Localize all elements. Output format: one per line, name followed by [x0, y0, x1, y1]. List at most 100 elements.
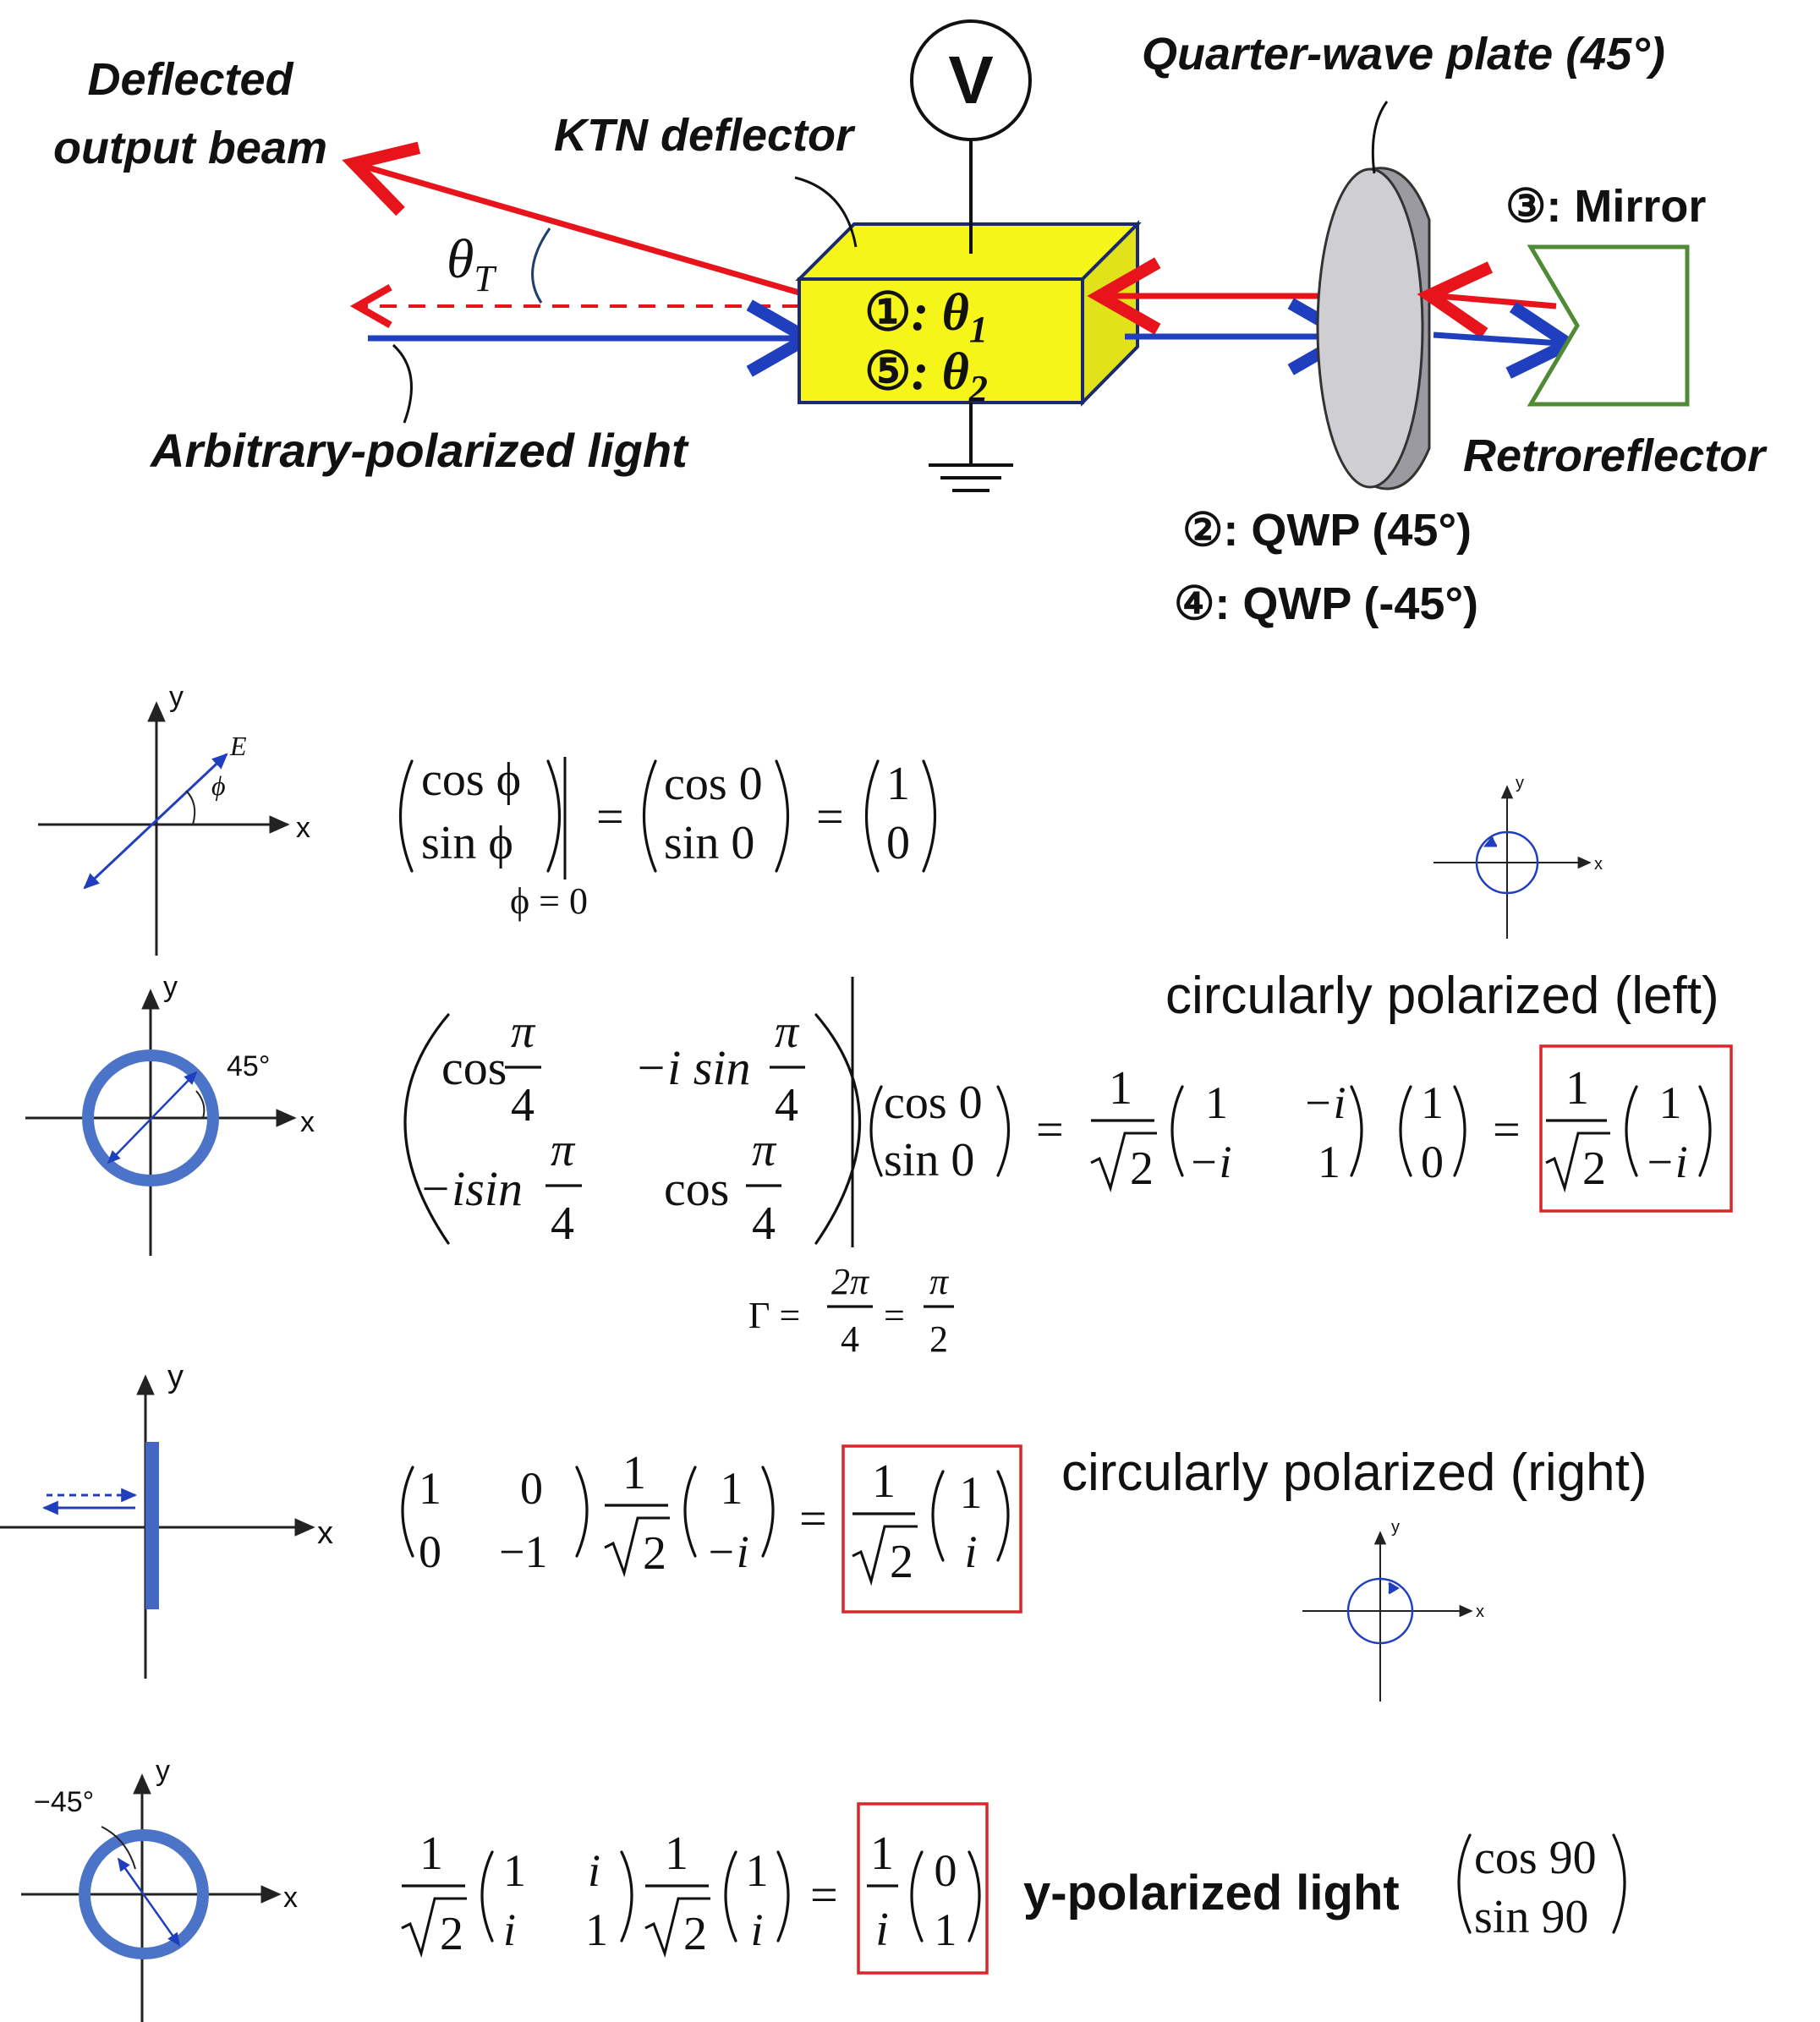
- mirror-label: ③: Mirror: [1505, 181, 1706, 232]
- row2-gamma-den2: 2: [929, 1318, 948, 1360]
- row2-y-label: y: [163, 971, 178, 1003]
- row4-v-bot: i: [750, 1904, 763, 1955]
- qwp-step4: ④: QWP (-45°): [1174, 578, 1478, 629]
- row1-paren2-r: [775, 759, 790, 873]
- row3-res-paren-r: [996, 1470, 1010, 1562]
- small-axes-right: x y: [1302, 1518, 1484, 1701]
- mirror-return-arrow: [1417, 261, 1557, 339]
- row2-m21: −isin: [419, 1161, 523, 1216]
- row2-m22-num: π: [752, 1124, 777, 1176]
- row2-m11-den: 4: [511, 1079, 534, 1132]
- row2-n12: −i: [1302, 1077, 1346, 1128]
- row1-paren-l: [398, 759, 414, 873]
- row2-res-bot: −i: [1644, 1137, 1687, 1187]
- row2-frac-num: 1: [1109, 1062, 1132, 1115]
- row2-gamma-den: 4: [841, 1318, 859, 1360]
- right-circle: [1346, 1577, 1414, 1645]
- row4-v-top: 1: [746, 1845, 769, 1896]
- row1-equals: =: [596, 789, 624, 844]
- qwp-step2: ②: QWP (45°): [1182, 505, 1472, 556]
- small-axes-left: x y: [1434, 774, 1603, 939]
- mirror-forward-arrow: [1433, 301, 1582, 379]
- row1-vec2-top: cos 0: [664, 758, 763, 810]
- row2-res-frac-num: 1: [1565, 1062, 1589, 1115]
- row1-phi-arc: [185, 790, 196, 825]
- row2-m12: −i sin: [634, 1040, 750, 1095]
- deflected-label-line1: Deflected: [87, 54, 293, 105]
- row2-sqrt-2: 2: [1130, 1143, 1154, 1195]
- row2-v-top: 1: [1421, 1077, 1444, 1128]
- row2: circularly polarized (left) x y 45° cos …: [25, 967, 1733, 1360]
- row3-v-paren-l: [683, 1466, 697, 1558]
- row3-m21: 0: [419, 1526, 441, 1577]
- row4-equals: =: [810, 1867, 838, 1922]
- quarter-wave-plate: [1316, 167, 1431, 490]
- row2-equals: =: [1036, 1102, 1064, 1157]
- theta-arc: [531, 227, 551, 304]
- row2-vec-paren-l: [869, 1085, 883, 1177]
- row1-res-top: 1: [886, 758, 910, 810]
- row2-m11: cos: [441, 1040, 507, 1095]
- row4-m11: 1: [503, 1845, 526, 1896]
- row2-m11-num: π: [511, 1006, 536, 1058]
- row3-label: circularly polarized (right): [1061, 1444, 1647, 1502]
- row1: x y E ϕ cos ϕ sin ϕ ϕ = 0 = cos 0 sin 0 …: [38, 681, 937, 956]
- retroreflector: [1527, 244, 1690, 407]
- ground-symbol: [929, 463, 1013, 492]
- row4-axis-arrow: [117, 1857, 181, 1947]
- row3-res-sqrt: [852, 1525, 918, 1586]
- row4-m22: 1: [585, 1904, 608, 1955]
- row3-v-paren-r: [761, 1466, 775, 1558]
- row4-cos-bot: sin 90: [1474, 1891, 1588, 1943]
- small-right-x: x: [1476, 1603, 1484, 1621]
- row1-res-bot: 0: [886, 817, 910, 869]
- row3-mat-paren-r: [575, 1466, 589, 1558]
- ktn-label: KTN deflector: [554, 110, 856, 161]
- row2-gamma-lhs: Γ =: [748, 1295, 800, 1336]
- row2-v-bot: 0: [1421, 1137, 1444, 1187]
- row4-frac1-num: 1: [419, 1827, 443, 1880]
- row3-mirror: [145, 1442, 159, 1609]
- row2-angle-arc: [195, 1090, 206, 1119]
- row2-mat-paren-l: [403, 1013, 450, 1245]
- row4-qwp-ring: [79, 1829, 209, 1959]
- row4-m-paren-r: [620, 1850, 633, 1943]
- row3-v-bot: −i: [705, 1526, 748, 1577]
- row4-res-den: i: [875, 1904, 889, 1956]
- row1-vec2-bot: sin 0: [664, 817, 754, 869]
- row3-sqrt-2: 2: [643, 1527, 666, 1580]
- row2-res-paren-r: [1698, 1085, 1712, 1177]
- row2-sqrt-sign: [1090, 1132, 1157, 1192]
- row4-cos-paren-r: [1612, 1833, 1626, 1934]
- row2-vec-bot: sin 0: [884, 1134, 974, 1186]
- row2-res-sqrt-2: 2: [1582, 1143, 1606, 1195]
- row3-sqrt: [604, 1516, 670, 1578]
- row2-vec-top: cos 0: [884, 1077, 983, 1129]
- row4-angle-label: −45°: [34, 1786, 94, 1818]
- row2-gamma-eq: =: [884, 1295, 905, 1336]
- right-rotation-icon: [1388, 1581, 1400, 1595]
- row4: x y −45° 1 2 1 i i 1 1 2 1 i = 1 i 0 1 y…: [21, 1755, 1626, 2022]
- row4-frac2-num: 1: [665, 1827, 688, 1880]
- row2-mat-paren-r: [814, 1013, 862, 1245]
- row3-v-top: 1: [721, 1463, 743, 1514]
- row2-x-label: x: [300, 1106, 315, 1138]
- row2-m12-den: 4: [775, 1079, 798, 1132]
- arbitrary-leader: [392, 343, 413, 424]
- deflected-label-line2: output beam: [53, 123, 327, 173]
- row2-result-box: [1539, 1044, 1733, 1213]
- row3-res-top: 1: [960, 1467, 983, 1518]
- row3-res-sqrt-2: 2: [890, 1536, 913, 1588]
- row3-res-bot: i: [964, 1526, 977, 1577]
- row1-field-vector: [83, 753, 228, 890]
- row2-qwp-ring: [82, 1049, 219, 1186]
- row4-v-paren-r: [776, 1850, 790, 1943]
- row4-res-bot: 1: [935, 1904, 957, 1955]
- qwp-leader: [1371, 101, 1389, 174]
- row4-res-paren-l: [910, 1850, 924, 1943]
- row2-gamma-num2: π: [929, 1261, 950, 1302]
- row3-res-paren-l: [931, 1470, 945, 1562]
- row2-m21-num: π: [551, 1124, 576, 1176]
- row1-e-label: E: [229, 731, 247, 761]
- row4-frac1-sqrt-2: 2: [440, 1908, 463, 1960]
